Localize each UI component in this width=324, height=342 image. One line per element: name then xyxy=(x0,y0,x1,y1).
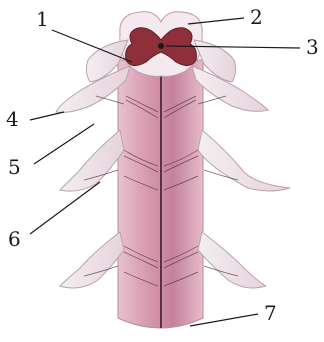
label-6: 6 xyxy=(8,227,21,251)
leader-4 xyxy=(30,112,64,120)
label-2: 2 xyxy=(250,5,263,29)
central-canal xyxy=(158,43,164,49)
root-low-left xyxy=(60,232,124,288)
leader-5 xyxy=(34,124,94,164)
label-1: 1 xyxy=(36,7,49,31)
root-low-right xyxy=(198,232,266,288)
label-5: 5 xyxy=(8,155,21,179)
label-7: 7 xyxy=(264,301,277,325)
label-3: 3 xyxy=(306,35,319,59)
label-4: 4 xyxy=(6,107,19,131)
root-mid-left xyxy=(60,130,124,191)
root-mid-right xyxy=(198,130,290,191)
